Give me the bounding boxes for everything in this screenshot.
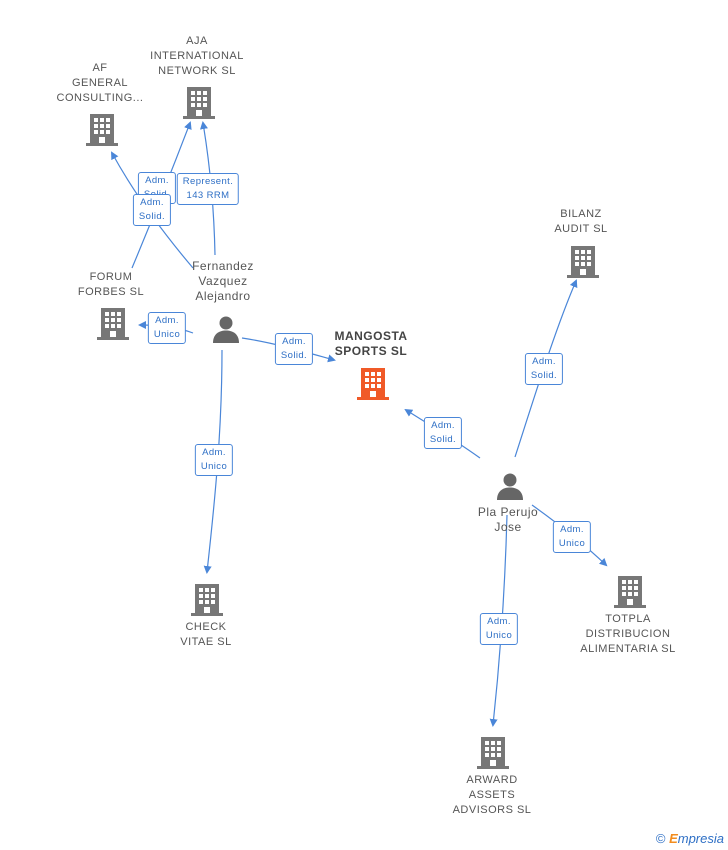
brand-name: mpresia	[677, 831, 724, 846]
person-fernandez[interactable]: Fernandez Vazquez Alejandro	[192, 259, 254, 304]
person-label: Fernandez Vazquez Alejandro	[192, 259, 254, 303]
relation-badge-pla-arward[interactable]: Adm. Unico	[479, 613, 519, 645]
building-icon-arward	[477, 735, 509, 774]
relation-badge-fernandez-check[interactable]: Adm. Unico	[194, 444, 234, 476]
company-label: BILANZ AUDIT SL	[554, 208, 608, 235]
company-mangosta[interactable]: MANGOSTA SPORTS SL	[334, 329, 407, 359]
company-bilanz[interactable]: BILANZ AUDIT SL	[554, 207, 607, 237]
company-label: MANGOSTA SPORTS SL	[334, 329, 408, 358]
brand-footer: © Empresia	[656, 831, 724, 846]
person-label: Pla Perujo Jose	[477, 505, 539, 534]
relation-badge-pla-bilanz[interactable]: Adm. Solid.	[524, 353, 564, 385]
building-icon-aja	[183, 85, 215, 124]
copyright-symbol: ©	[655, 831, 666, 846]
building-icon-mangosta	[357, 366, 389, 405]
company-label: AF GENERAL CONSULTING...	[56, 62, 144, 104]
company-forum[interactable]: FORUM FORBES SL	[78, 270, 144, 300]
company-label: FORUM FORBES SL	[77, 271, 145, 298]
company-arward[interactable]: ARWARD ASSETS ADVISORS SL	[453, 773, 532, 818]
company-check[interactable]: CHECK VITAE SL	[180, 620, 231, 650]
company-label: TOTPLA DISTRIBUCION ALIMENTARIA SL	[580, 613, 676, 655]
company-af[interactable]: AF GENERAL CONSULTING...	[57, 61, 144, 106]
person-icon-fernandez	[212, 315, 240, 348]
relation-badge-fernandez-mangosta[interactable]: Adm. Solid.	[274, 333, 314, 365]
building-icon-totpla	[614, 574, 646, 613]
company-aja[interactable]: AJA INTERNATIONAL NETWORK SL	[150, 34, 244, 79]
company-label: AJA INTERNATIONAL NETWORK SL	[150, 35, 244, 77]
relation-badge-fernandez-aja-rep[interactable]: Represent. 143 RRM	[176, 173, 240, 205]
person-pla[interactable]: Pla Perujo Jose	[478, 505, 538, 535]
relation-badge-pla-mangosta[interactable]: Adm. Solid.	[423, 417, 463, 449]
relation-badge-fernandez-forum[interactable]: Adm. Unico	[147, 312, 187, 344]
person-icon-pla	[496, 472, 524, 505]
company-totpla[interactable]: TOTPLA DISTRIBUCION ALIMENTARIA SL	[580, 612, 675, 657]
building-icon-af	[86, 112, 118, 151]
building-icon-check	[191, 582, 223, 621]
company-label: ARWARD ASSETS ADVISORS SL	[452, 774, 532, 816]
company-label: CHECK VITAE SL	[180, 621, 232, 648]
relation-badge-pla-totpla[interactable]: Adm. Unico	[552, 521, 592, 553]
brand-initial: E	[669, 831, 678, 846]
relation-badge-fernandez-aja-solid[interactable]: Adm. Solid.	[132, 194, 172, 226]
building-icon-bilanz	[567, 244, 599, 283]
building-icon-forum	[97, 306, 129, 345]
